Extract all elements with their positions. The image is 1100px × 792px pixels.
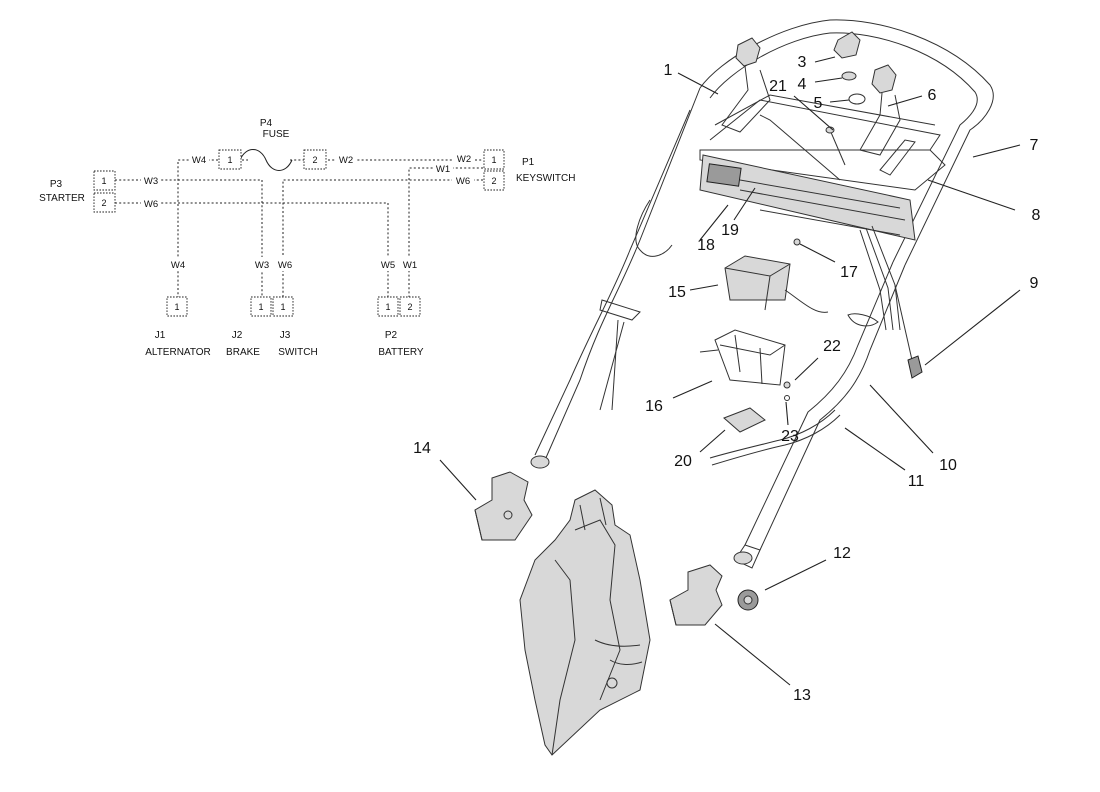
callout-8: 8 — [1032, 207, 1041, 224]
wire-paths — [115, 159, 483, 300]
wire-label: W6 — [456, 176, 470, 187]
brake-connector: 1 J2 BRAKE — [226, 296, 272, 358]
callout-23: 23 — [781, 428, 799, 445]
keyswitch-connector: 1 2 P1 KEYSWITCH — [483, 149, 575, 191]
control-levers — [721, 37, 901, 156]
wiring-harness — [847, 225, 923, 379]
wire-label: W3 — [144, 176, 158, 187]
callout-14: 14 — [413, 440, 431, 457]
wiring-schematic: 1 2 P4 FUSE 1 2 P1 KEYSWITCH 1 2 P3 STAR… — [39, 118, 575, 358]
switch-connector: 1 J3 SWITCH — [272, 296, 318, 358]
starter-ref: P3 — [50, 179, 63, 190]
battery-pin-1: 1 — [385, 302, 390, 312]
mounting-bracket — [519, 489, 651, 756]
fuse-pin-2: 2 — [312, 155, 317, 165]
callout-15: 15 — [668, 284, 686, 301]
alternator-ref: J1 — [155, 330, 166, 341]
alternator-name: ALTERNATOR — [145, 347, 211, 358]
callout-21: 21 — [769, 78, 787, 95]
callout-3: 3 — [798, 54, 807, 71]
keyswitch-pin-1: 1 — [491, 155, 496, 165]
fuse-pin-1: 1 — [227, 155, 232, 165]
callout-1: 1 — [664, 62, 673, 79]
wire-label: W1 — [403, 260, 417, 271]
starter-name: STARTER — [39, 193, 85, 204]
starter-connector: 1 2 P3 STARTER — [39, 170, 116, 213]
callout-11: 11 — [908, 473, 925, 490]
battery-connector: 1 2 P2 BATTERY — [377, 296, 424, 358]
callout-5: 5 — [814, 95, 823, 112]
wire-label: W2 — [457, 154, 471, 165]
callout-12: 12 — [833, 545, 851, 562]
callout-22: 22 — [823, 338, 841, 355]
handle-assembly-drawing — [474, 19, 994, 756]
wire-label: W4 — [171, 260, 185, 271]
switch-ref: J3 — [280, 330, 291, 341]
wire-label: W3 — [255, 260, 269, 271]
battery-name: BATTERY — [378, 347, 424, 358]
keyswitch-parts — [759, 31, 866, 181]
alternator-connector: 1 J1 ALTERNATOR — [145, 296, 211, 358]
callout-9: 9 — [1030, 275, 1039, 292]
wire-label: W6 — [278, 260, 292, 271]
fuse-symbol — [239, 149, 304, 171]
fuse-name: FUSE — [263, 129, 290, 140]
wire-label: W6 — [144, 199, 158, 210]
callout-7: 7 — [1030, 137, 1039, 154]
callout-18: 18 — [697, 237, 715, 254]
starter-pin-2: 2 — [101, 198, 106, 208]
wire-label: W2 — [339, 155, 353, 166]
wire-labels: W4 W2 W2 W1 W6 W3 W6 W4 W3 W6 W5 W1 — [141, 153, 475, 271]
battery-and-tray — [699, 238, 841, 466]
wire-label: W5 — [381, 260, 395, 271]
wire-label: W4 — [192, 155, 206, 166]
brake-pin-1: 1 — [258, 302, 263, 312]
callout-16: 16 — [645, 398, 663, 415]
battery-ref: P2 — [385, 330, 398, 341]
switch-pin-1: 1 — [280, 302, 285, 312]
keyswitch-name: KEYSWITCH — [516, 173, 575, 184]
callout-17: 17 — [840, 264, 858, 281]
alternator-pin-1: 1 — [174, 302, 179, 312]
keyswitch-ref: P1 — [522, 157, 535, 168]
callout-numbers: 1 3 4 5 6 7 8 9 10 11 12 13 14 15 16 17 … — [413, 54, 1040, 704]
handle-brackets — [474, 471, 723, 626]
starter-pin-1: 1 — [101, 176, 106, 186]
callout-20: 20 — [674, 453, 692, 470]
fuse-ref: P4 — [260, 118, 273, 129]
control-panel — [699, 94, 946, 241]
brake-ref: J2 — [232, 330, 243, 341]
keyswitch-pin-2: 2 — [491, 176, 496, 186]
callout-6: 6 — [928, 87, 937, 104]
callout-leaders — [439, 56, 1021, 686]
callout-19: 19 — [721, 222, 739, 239]
fuse-connector: 1 2 P4 FUSE — [218, 118, 327, 170]
callout-13: 13 — [793, 687, 811, 704]
wire-label: W1 — [436, 164, 450, 175]
brake-name: BRAKE — [226, 347, 260, 358]
knob — [737, 589, 759, 611]
callout-10: 10 — [939, 457, 957, 474]
switch-name: SWITCH — [278, 347, 317, 358]
callout-4: 4 — [798, 76, 807, 93]
battery-pin-2: 2 — [407, 302, 412, 312]
